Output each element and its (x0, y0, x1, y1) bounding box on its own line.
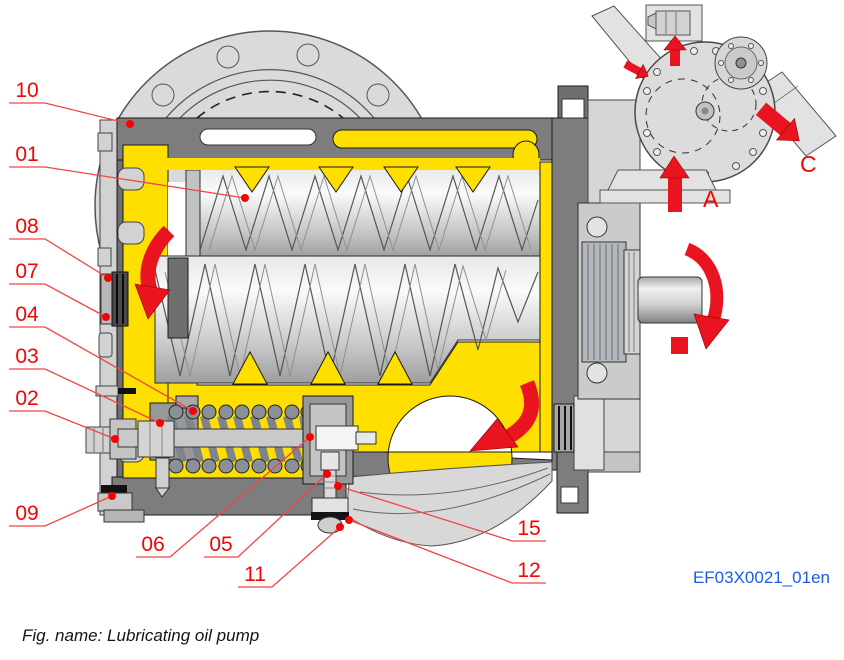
svg-text:09: 09 (15, 502, 38, 525)
overview-inset: A C (591, 4, 837, 212)
callout-07: 07 (9, 260, 110, 321)
discharge-flow-arrow (504, 380, 540, 444)
bearing-hub (581, 241, 627, 363)
valve-piston (315, 425, 359, 451)
screw-rotor-top (185, 167, 541, 259)
svg-text:03: 03 (15, 345, 38, 368)
inset-label-a: A (703, 186, 719, 212)
rotor-oil-teeth (150, 158, 553, 453)
bearing-ball (586, 362, 608, 384)
callout-09: 09 (9, 492, 116, 527)
callout-15: 15 (334, 482, 546, 542)
rotor-end-cap (185, 169, 201, 259)
plug-09 (101, 485, 127, 494)
svg-text:07: 07 (15, 260, 38, 283)
svg-text:02: 02 (15, 387, 38, 410)
flow-arrows (134, 225, 730, 452)
rotor-pitch-circle (645, 78, 721, 154)
drive-shaft (637, 276, 703, 324)
callout-06: 06 (136, 433, 314, 558)
inset-foot (607, 169, 717, 191)
figure-caption: Fig. name: Lubricating oil pump (22, 626, 259, 645)
svg-text:08: 08 (15, 215, 38, 238)
callout-02: 02 (9, 387, 119, 443)
callout-10: 10 (9, 79, 134, 128)
plug-02 (85, 426, 113, 454)
svg-text:10: 10 (15, 79, 38, 102)
discharge-arrow-c (755, 102, 800, 142)
callout-01: 01 (9, 143, 249, 202)
drain-plug (311, 451, 349, 534)
inset-flow-arrows (623, 35, 800, 212)
left-fittings (85, 132, 145, 523)
shaft-rotation-arrow (684, 242, 724, 324)
callout-05: 05 (204, 470, 331, 558)
svg-text:04: 04 (15, 303, 39, 326)
top-slot (199, 128, 317, 146)
inset-base-plate (599, 189, 731, 204)
callout-08: 08 (9, 215, 112, 282)
callout-11: 11 (238, 523, 344, 588)
rotor-end-cap (167, 257, 189, 339)
callout-12: 12 (345, 516, 546, 584)
rotation-mark (671, 337, 688, 354)
svg-text:12: 12 (517, 559, 540, 582)
document-code: EF03X0021_01en (693, 568, 830, 587)
svg-text:06: 06 (141, 533, 164, 556)
lower-flange-skirt (346, 461, 553, 547)
pitch-circle-dashed (196, 90, 344, 119)
callout-03: 03 (9, 345, 164, 427)
suction-arrow-a (668, 178, 682, 212)
bearing-ball (586, 216, 608, 238)
right-oil-strip (539, 161, 553, 453)
svg-text:11: 11 (244, 563, 266, 586)
inset-label-c: C (800, 151, 817, 177)
svg-text:05: 05 (209, 533, 232, 556)
svg-text:15: 15 (517, 517, 540, 540)
callout-04: 04 (9, 303, 197, 415)
oil-channel (332, 129, 538, 149)
callouts: 10 01 08 07 04 03 02 09 (9, 79, 546, 588)
svg-text:01: 01 (15, 143, 38, 166)
